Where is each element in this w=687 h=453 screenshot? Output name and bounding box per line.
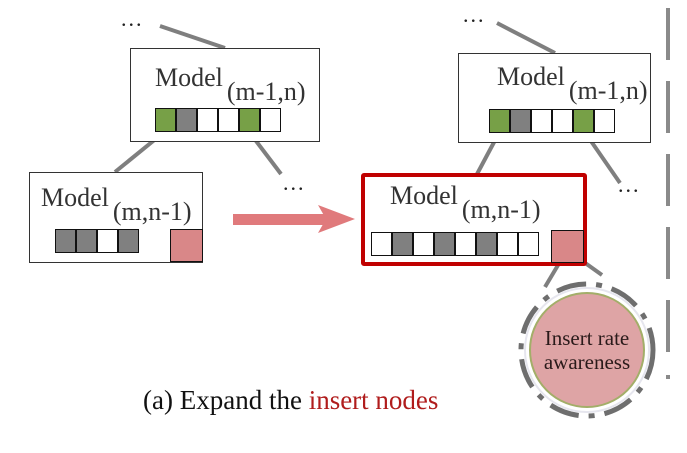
- ring-halo: [524, 287, 650, 413]
- model-name: Model: [390, 181, 458, 210]
- cell-white: [372, 233, 393, 255]
- ellipsis-right-top: ...: [463, 2, 486, 27]
- model-name: Model: [41, 183, 109, 212]
- cell-gray: [119, 230, 138, 252]
- model-name: Model: [497, 62, 565, 91]
- cell-green: [156, 109, 177, 131]
- ellipsis-left-top: ...: [121, 6, 144, 31]
- cell-white: [98, 230, 119, 252]
- left-insert-node: [170, 229, 203, 262]
- left-parent-cells: [155, 108, 281, 132]
- model-subscript: (m-1,n): [226, 77, 306, 106]
- left-parent-model-node: Model(m-1,n): [130, 48, 320, 142]
- ellipsis-right-sibling: ...: [618, 172, 641, 197]
- cell-white: [553, 110, 574, 132]
- cell-white: [595, 110, 614, 132]
- model-name: Model: [155, 63, 223, 92]
- right-parent-model-label: Model(m-1,n): [497, 62, 648, 105]
- cell-gray: [393, 233, 414, 255]
- left-child-cells: [55, 229, 139, 253]
- connector-right-top: [496, 21, 556, 55]
- separator-tick: [666, 375, 670, 379]
- cell-gray: [435, 233, 456, 255]
- cell-white: [198, 109, 219, 131]
- ellipsis-left-sibling: ...: [283, 170, 306, 195]
- figure-caption: (a) Expand the insert nodes: [143, 385, 438, 416]
- cell-white: [532, 110, 553, 132]
- cell-gray: [477, 233, 498, 255]
- cell-gray: [511, 110, 532, 132]
- right-child-model-node: Model(m,n-1): [361, 173, 587, 266]
- right-child-cells: [371, 232, 539, 256]
- cell-white: [261, 109, 280, 131]
- right-parent-cells: [489, 109, 615, 133]
- cell-white: [519, 233, 538, 255]
- dashed-ring: [518, 281, 656, 419]
- model-subscript: (m,n-1): [461, 195, 541, 224]
- right-insert-node: [551, 230, 584, 263]
- cell-gray: [177, 109, 198, 131]
- cell-white: [498, 233, 519, 255]
- right-parent-model-node: Model(m-1,n): [458, 53, 651, 143]
- caption-prefix: (a) Expand the: [143, 385, 309, 415]
- cell-white: [219, 109, 240, 131]
- cell-green: [490, 110, 511, 132]
- insert-detail-line2: awareness: [543, 350, 631, 374]
- left-child-model-label: Model(m,n-1): [41, 183, 192, 226]
- cell-green: [240, 109, 261, 131]
- connector-left-top: [159, 24, 226, 50]
- cell-white: [456, 233, 477, 255]
- cell-gray: [56, 230, 77, 252]
- cell-green: [574, 110, 595, 132]
- left-child-model-node: Model(m,n-1): [29, 172, 203, 263]
- caption-highlight: insert nodes: [308, 385, 439, 415]
- cell-gray: [77, 230, 98, 252]
- expand-arrow: [233, 205, 355, 233]
- right-child-model-label: Model(m,n-1): [390, 181, 541, 224]
- cell-white: [414, 233, 435, 255]
- left-parent-model-label: Model(m-1,n): [155, 63, 306, 106]
- model-subscript: (m-1,n): [568, 76, 648, 105]
- model-subscript: (m,n-1): [112, 197, 192, 226]
- insert-rate-awareness-node: Insert rate awareness: [529, 292, 645, 408]
- insert-detail-line1: Insert rate: [544, 325, 630, 350]
